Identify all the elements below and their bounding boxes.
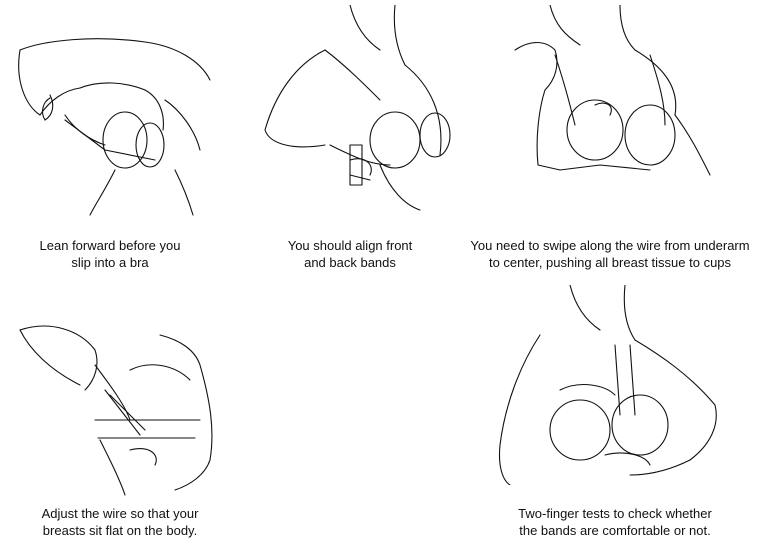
caption-two-finger-test: Two-finger tests to check whether the ba… [460, 505, 770, 539]
step-swipe-wire: You need to swipe along the wire from un… [450, 0, 770, 280]
caption-line-2: to center, pushing all breast tissue to … [488, 255, 732, 270]
lean-forward-illustration [5, 20, 225, 220]
step-lean-forward: Lean forward before you slip into a bra [0, 0, 230, 280]
caption-line-2: breasts sit flat on the body. [42, 523, 198, 538]
step-two-finger-test: Two-finger tests to check whether the ba… [460, 280, 770, 542]
caption-line-2: slip into a bra [71, 255, 149, 270]
caption-swipe-wire: You need to swipe along the wire from un… [450, 237, 770, 271]
caption-line-1: Two-finger tests to check whether [518, 506, 712, 521]
align-bands-illustration [255, 5, 455, 215]
two-finger-test-illustration [480, 285, 730, 485]
step-align-bands: You should align front and back bands [240, 0, 460, 280]
caption-line-1: You need to swipe along the wire from un… [470, 238, 750, 253]
caption-line-1: Lean forward before you [39, 238, 181, 253]
step-adjust-wire: Adjust the wire so that your breasts sit… [0, 280, 240, 542]
swipe-wire-illustration [500, 5, 730, 205]
caption-align-bands: You should align front and back bands [240, 237, 460, 271]
adjust-wire-illustration [10, 310, 230, 500]
caption-adjust-wire: Adjust the wire so that your breasts sit… [10, 505, 230, 539]
caption-line-2: the bands are comfortable or not. [519, 523, 711, 538]
caption-line-1: Adjust the wire so that your [41, 506, 199, 521]
caption-lean-forward: Lean forward before you slip into a bra [5, 237, 215, 271]
caption-line-1: You should align front [287, 238, 413, 253]
caption-line-2: and back bands [304, 255, 396, 270]
